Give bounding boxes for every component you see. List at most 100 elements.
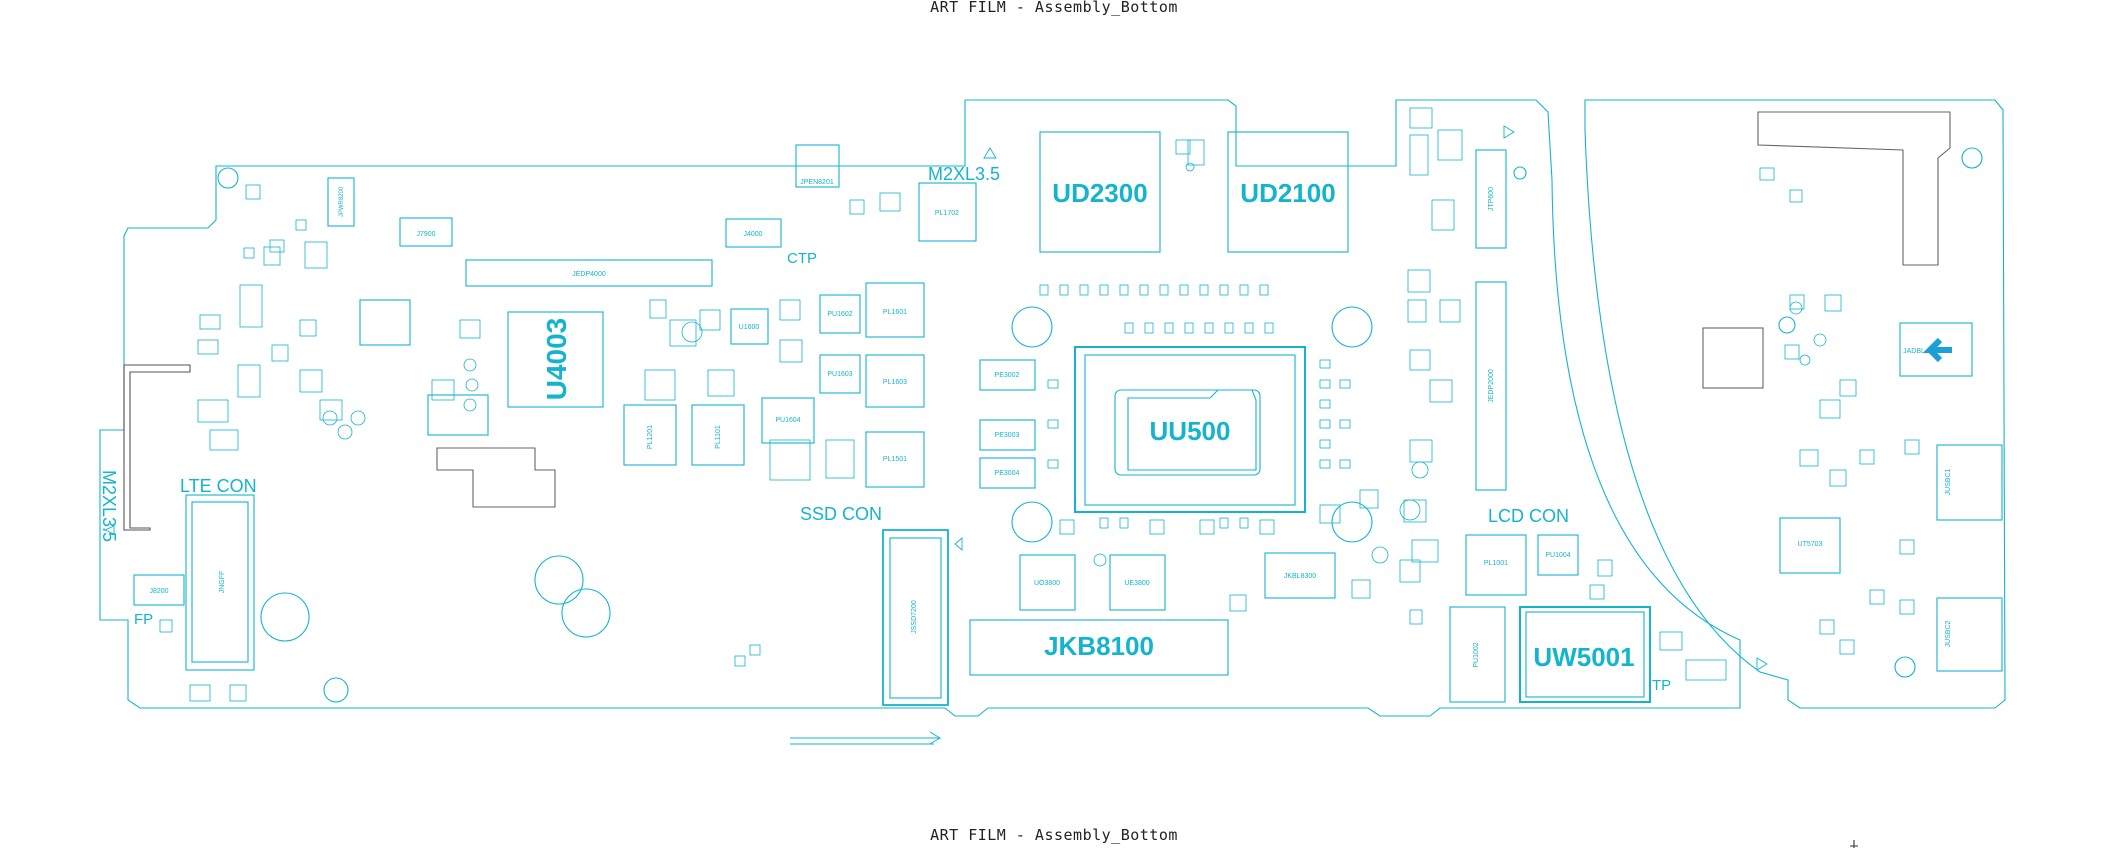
- mount-hole: [1331, 306, 1373, 348]
- jpen8201: [795, 144, 840, 188]
- mount-hole: [260, 592, 310, 642]
- pl1601: [865, 282, 925, 338]
- mount-hole: [1961, 147, 1983, 169]
- j8200-label: J8200: [149, 588, 168, 595]
- jedp4000-label: JEDP4000: [572, 271, 606, 278]
- mount-hole: [561, 588, 611, 638]
- pl1001-label: PL1001: [1484, 560, 1508, 567]
- keepout-area: [436, 447, 556, 508]
- u4003-outline: [507, 311, 604, 408]
- pu1002: [1449, 606, 1506, 703]
- m2xl35-left-label: M2XL3.5: [99, 470, 119, 542]
- uu500-die: [1114, 389, 1261, 476]
- mount-hole: [1778, 316, 1796, 334]
- pu1603: [819, 354, 861, 394]
- mount-hole: [217, 167, 239, 189]
- uw5001-outline: [1519, 606, 1651, 703]
- pe3003: [979, 419, 1036, 451]
- jkb8100-label: JKB8100: [1044, 631, 1154, 661]
- header-title: ART FILM - Assembly_Bottom: [930, 0, 1178, 16]
- pl1201: [623, 404, 677, 466]
- jkb8100-outline: [969, 619, 1229, 676]
- jedp2000-label: JEDP2000: [1488, 369, 1495, 403]
- pl1101-label: PL1101: [715, 425, 722, 449]
- ctp-label: CTP: [787, 250, 817, 267]
- footer-title: ART FILM - Assembly_Bottom: [930, 826, 1178, 844]
- pl1702: [918, 182, 977, 242]
- pl1501-label: PL1501: [883, 456, 907, 463]
- uo3800-label: UO3800: [1034, 580, 1060, 587]
- arrow-left-icon: [1922, 337, 1952, 363]
- jedp2000-connector: [1475, 281, 1507, 491]
- m2xl35-top-label: M2XL3.5: [928, 164, 1000, 184]
- j7900-label: J7900: [416, 231, 435, 238]
- mount-hole: [1513, 166, 1527, 180]
- pu1603-label: PU1603: [827, 371, 852, 378]
- pin1-marker: [1756, 657, 1768, 671]
- battery-connector-outline: [1757, 111, 1951, 266]
- fiducial-marker: [1850, 840, 1858, 848]
- jusbc1-label: JUSBC1: [1945, 468, 1952, 495]
- mount-hole: [534, 555, 584, 605]
- ssd-con-label: SSD CON: [800, 504, 882, 524]
- pu1004: [1537, 534, 1579, 576]
- pu1604: [761, 397, 815, 444]
- ssd-connector: [882, 529, 949, 706]
- ud2100-outline: [1227, 131, 1349, 253]
- j4000: [725, 218, 782, 248]
- pl1603: [865, 354, 925, 408]
- uu500-frame-inner: [1084, 354, 1296, 506]
- jtp600-label: JTP600: [1488, 187, 1495, 211]
- mount-hole: [1011, 306, 1053, 348]
- jtp600-connector: [1475, 149, 1507, 249]
- jpwr-label: JPWR8200: [339, 186, 345, 217]
- u1600-label: U1600: [739, 324, 760, 331]
- uw5001-inner: [1525, 611, 1645, 698]
- ud2300-label: UD2300: [1052, 178, 1147, 208]
- jedp4000-connector: [465, 259, 713, 287]
- right-board-outline: [1584, 99, 2006, 709]
- j7900: [399, 217, 453, 247]
- ue3800-label: UE3800: [1124, 580, 1149, 587]
- ud2100-label: UD2100: [1240, 178, 1335, 208]
- round-capacitors: [322, 162, 1827, 567]
- u4003-label: U4003: [541, 318, 572, 401]
- uu500-label: UU500: [1150, 416, 1231, 446]
- pl1101: [691, 404, 745, 466]
- pe3003-label: PE3003: [995, 432, 1020, 439]
- assembly-direction-arrow: [790, 731, 942, 745]
- jadbl-label: JADBL: [1903, 348, 1925, 355]
- jngff-connector-inner: [191, 501, 249, 663]
- tp-label: TP: [1652, 677, 1671, 694]
- pu1002-label: PU1002: [1473, 642, 1480, 667]
- pin1-marker: [954, 537, 963, 551]
- pl1603-label: PL1603: [883, 379, 907, 386]
- pe3004-label: PE3004: [995, 470, 1020, 477]
- ud2300-outline: [1039, 131, 1161, 253]
- uu500-die-inner: [1127, 389, 1257, 471]
- mount-hole: [1011, 501, 1053, 543]
- pl1001: [1465, 534, 1527, 596]
- mount-hole: [1894, 656, 1916, 678]
- uw5001-label: UW5001: [1533, 642, 1634, 672]
- pu1004-label: PU1004: [1545, 552, 1570, 559]
- jngff-connector: [185, 494, 255, 671]
- uu500-frame: [1074, 346, 1306, 513]
- fp-label: FP: [134, 611, 153, 628]
- mount-hole: [1331, 501, 1373, 543]
- j4000-label: J4000: [743, 231, 762, 238]
- jkbl8300: [1264, 552, 1336, 599]
- pin1-marker: [103, 525, 115, 535]
- jusbc2-label: JUSBC2: [1945, 620, 1952, 647]
- pe3004: [979, 457, 1036, 489]
- passive-components: [159, 107, 1920, 702]
- lte-bracket: [123, 364, 191, 531]
- main-board-outline: [99, 99, 1741, 717]
- ue3800: [1109, 554, 1166, 611]
- pe3002-label: PE3002: [995, 372, 1020, 379]
- pin1-marker: [1503, 125, 1515, 139]
- mount-hole: [323, 677, 349, 703]
- pu1602-label: PU1602: [827, 311, 852, 318]
- u1600: [730, 308, 769, 345]
